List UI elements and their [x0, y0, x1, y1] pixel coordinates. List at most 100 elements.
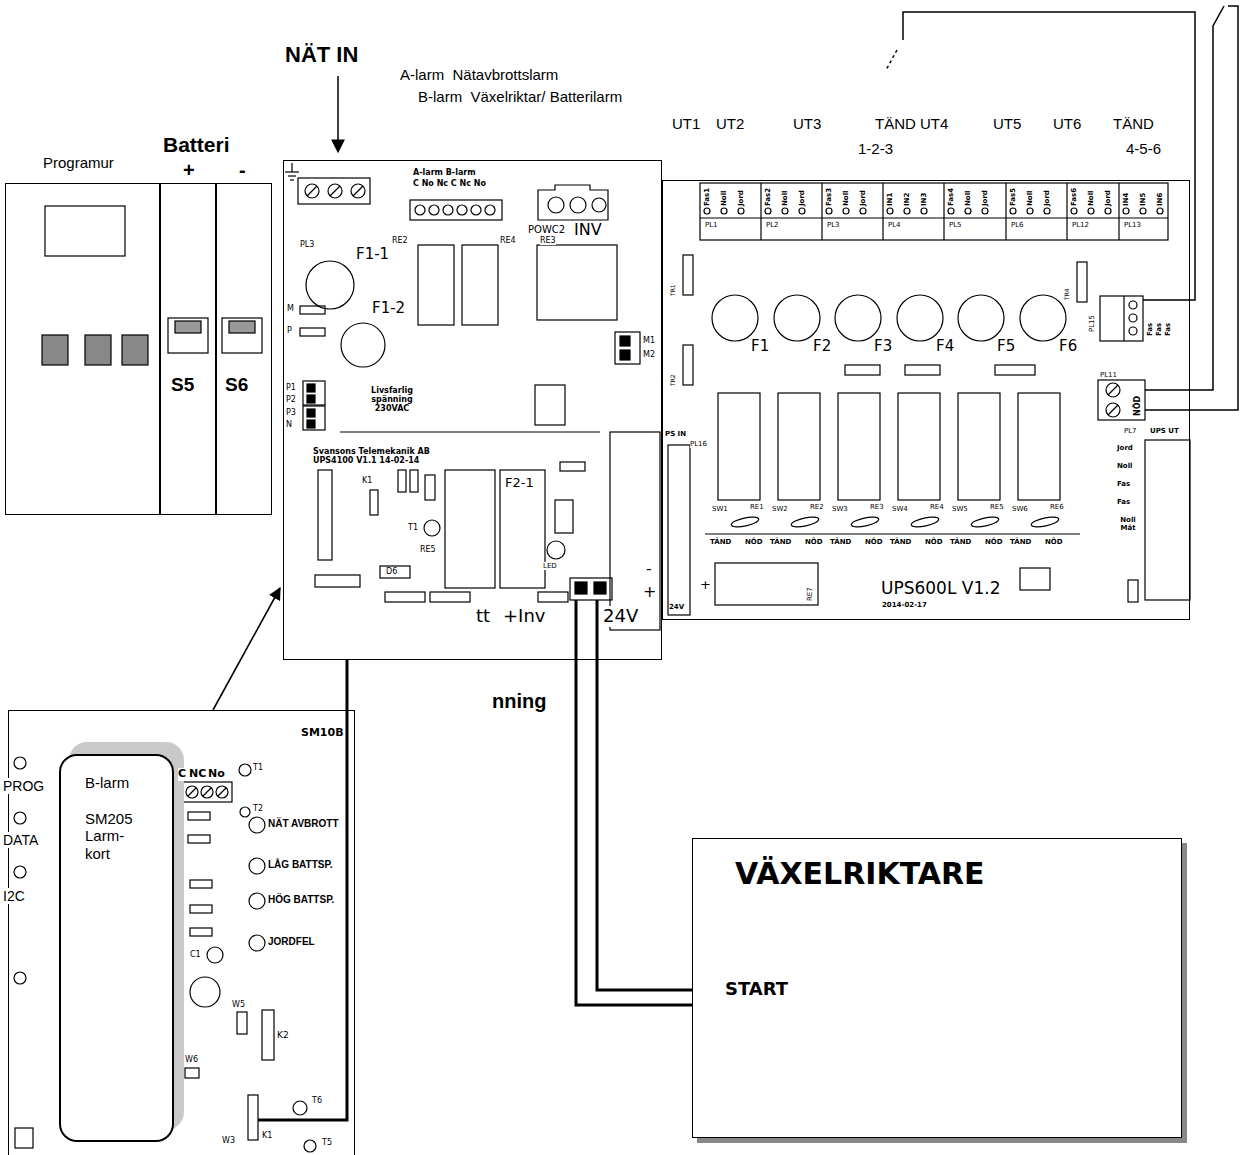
board-line — [1108, 385, 1118, 395]
board-circle — [704, 208, 710, 214]
board-label: Noll — [964, 191, 972, 206]
board-label: DATA — [3, 832, 38, 848]
board-rect — [237, 1012, 247, 1034]
board-label: Noll Mät — [1117, 516, 1139, 532]
board-circle — [239, 764, 251, 776]
board-rect — [298, 178, 370, 204]
board-rect — [229, 321, 255, 333]
board-label: PL7 — [1124, 427, 1137, 435]
node-text: - — [239, 159, 246, 182]
board-circle — [1105, 208, 1111, 214]
board-label: IN6 — [1156, 193, 1164, 206]
board-circle — [570, 197, 586, 213]
board-circle — [14, 972, 26, 984]
board-polyline — [1145, 6, 1238, 410]
board-label: P1 — [286, 383, 296, 392]
board-rect — [410, 470, 418, 492]
board-rect — [168, 318, 208, 353]
board-circle — [1140, 208, 1146, 214]
board-label: T5 — [322, 1138, 332, 1147]
board-circle — [712, 295, 758, 341]
board-label: PL1 — [705, 221, 718, 229]
board-rect — [615, 332, 640, 364]
board-label: +Inv — [503, 606, 545, 627]
board-label: F1 — [751, 338, 769, 355]
node-text: SM205 Larm-kort — [85, 810, 147, 862]
board-label: SW3 — [832, 505, 848, 513]
board-label: Fas2 — [764, 188, 772, 206]
board-circle — [305, 184, 319, 198]
board-label: Noll — [1117, 462, 1132, 470]
board-rect — [838, 393, 880, 500]
board-label: UT3 — [793, 115, 821, 132]
board-label: IN4 — [1122, 193, 1130, 206]
board-line — [285, 171, 299, 172]
board-circle — [958, 295, 1004, 341]
board-label: TR4 — [1064, 288, 1071, 300]
board-line — [218, 788, 226, 796]
board-circle — [293, 1101, 307, 1115]
board-rect — [307, 420, 315, 428]
board-label: F2-1 — [505, 476, 534, 491]
board-label: Fas3 — [825, 188, 833, 206]
board-label: TR1 — [670, 284, 677, 296]
node-text: S5 — [171, 374, 194, 396]
board-label: A-larm B-larm — [413, 168, 476, 177]
board-ellipse — [970, 515, 999, 529]
board-circle — [216, 786, 228, 798]
board-label: IN3 — [920, 193, 928, 206]
board-rect — [555, 500, 573, 533]
board-line — [203, 788, 211, 796]
board-label: W6 — [185, 1055, 198, 1064]
board-polyline — [576, 600, 692, 1005]
board-label: PL6 — [1011, 221, 1024, 229]
board-label: NÄT IN — [285, 42, 358, 67]
node-text: Svansons Telemekanik AB UPS4100 V1.1 14-… — [313, 447, 448, 465]
board-rect — [1100, 296, 1143, 341]
board-label: TR2 — [670, 374, 677, 386]
board-label: RE6 — [1050, 503, 1064, 511]
board-rect — [905, 365, 940, 375]
board-rect — [307, 384, 315, 392]
board-label: TÄND — [830, 538, 851, 546]
board-label: T1 — [408, 523, 418, 532]
board-rect — [560, 462, 585, 471]
board-label: 24V — [603, 606, 638, 627]
node-text: VÄXELRIKTARE — [735, 857, 985, 892]
board-label: PL2 — [766, 221, 779, 229]
board-label: T1 — [253, 763, 263, 772]
board-label: TÄND — [770, 538, 791, 546]
board-label: Jord — [737, 190, 745, 206]
board-rect — [222, 318, 262, 353]
board-line — [882, 183, 883, 240]
board-label: C1 — [190, 950, 201, 959]
board-rect — [683, 255, 693, 295]
board-circle — [826, 208, 832, 214]
board-ellipse — [850, 515, 879, 529]
board-circle — [904, 208, 910, 214]
board-line — [700, 217, 1168, 218]
board-label: Fas — [1155, 323, 1163, 336]
board-label: RE7 — [806, 587, 814, 601]
board-rect — [718, 393, 760, 500]
board-rect — [715, 563, 818, 605]
board-rect — [190, 880, 212, 888]
board-ellipse — [1030, 515, 1059, 529]
ups-board: Svansons Telemekanik AB UPS4100 V1.1 14-… — [283, 160, 662, 660]
board-line — [337, 76, 339, 140]
timer-device: Programur — [5, 183, 160, 515]
board-label: D6 — [386, 567, 397, 576]
board-rect — [300, 306, 325, 314]
board-line — [340, 431, 600, 432]
board-rect — [1018, 393, 1060, 500]
board-rect — [1077, 262, 1087, 302]
board-rect — [307, 409, 315, 417]
board-rect — [307, 395, 315, 403]
board-label: + — [700, 578, 711, 593]
board-label: PL12 — [1072, 221, 1089, 229]
board-label: RE5 — [990, 503, 1004, 511]
board-line — [596, 600, 599, 660]
board-rect — [620, 336, 630, 346]
board-circle — [485, 205, 495, 215]
board-rect — [190, 928, 212, 936]
